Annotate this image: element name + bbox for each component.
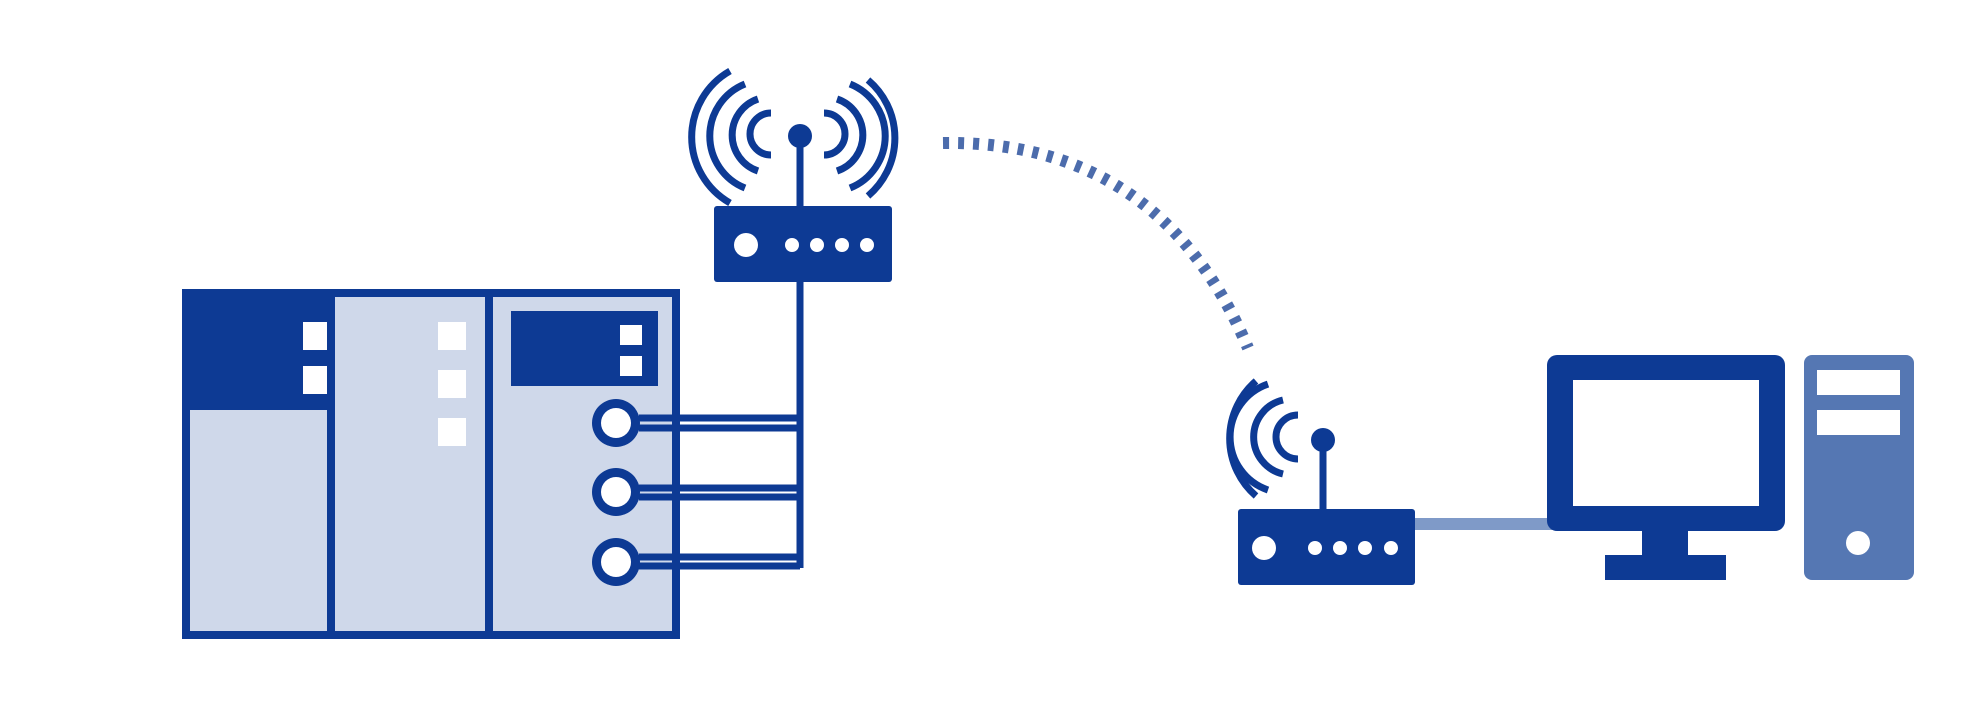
router-power-led [1252, 536, 1276, 560]
plc-module-3-led-1 [620, 325, 642, 345]
signal-waves-icon [688, 67, 899, 207]
plc-module-2-led-3 [438, 418, 466, 446]
pc-tower-icon [1804, 355, 1914, 580]
router-port-led-2 [1333, 541, 1347, 555]
plc-module-2-led-1 [438, 322, 466, 350]
plc-module-2-led-2 [438, 370, 466, 398]
wireless-router-icon [688, 67, 899, 282]
router-antenna-tip [1311, 428, 1335, 452]
plc-connector-2-hole [601, 477, 631, 507]
router-port-led-3 [1358, 541, 1372, 555]
signal-waves-icon [1226, 378, 1299, 499]
router-body [1238, 509, 1415, 585]
monitor-neck [1642, 530, 1688, 557]
router-port-led-1 [785, 238, 799, 252]
router-power-led [734, 233, 758, 257]
router-port-led-1 [1308, 541, 1322, 555]
wireless-link [942, 136, 1254, 351]
tower-drive-bay-1 [1817, 370, 1900, 395]
router-port-led-4 [860, 238, 874, 252]
plc-connectors [592, 399, 640, 586]
plc-module-2 [335, 297, 485, 631]
tower-power-button [1846, 531, 1870, 555]
plc-rack-icon [182, 289, 680, 639]
router-body [714, 206, 892, 282]
ethernet-cable [1415, 518, 1555, 530]
plc-module-1-led-1 [303, 322, 327, 350]
plc-to-access-point-cables [639, 280, 804, 570]
monitor-screen [1573, 380, 1759, 506]
router-port-led-3 [835, 238, 849, 252]
router-port-led-4 [1384, 541, 1398, 555]
plc-module-3-led-2 [620, 356, 642, 376]
router-port-led-2 [810, 238, 824, 252]
plc-connector-3-hole [601, 547, 631, 577]
plc-module-1-led-2 [303, 366, 327, 394]
monitor-icon [1547, 355, 1785, 580]
monitor-base [1605, 555, 1726, 580]
wireless-router-icon [1226, 378, 1415, 585]
tower-drive-bay-2 [1817, 410, 1900, 435]
plc-connector-1-hole [601, 408, 631, 438]
plc-module-1-body [190, 410, 327, 631]
router-antenna-tip [788, 124, 812, 148]
